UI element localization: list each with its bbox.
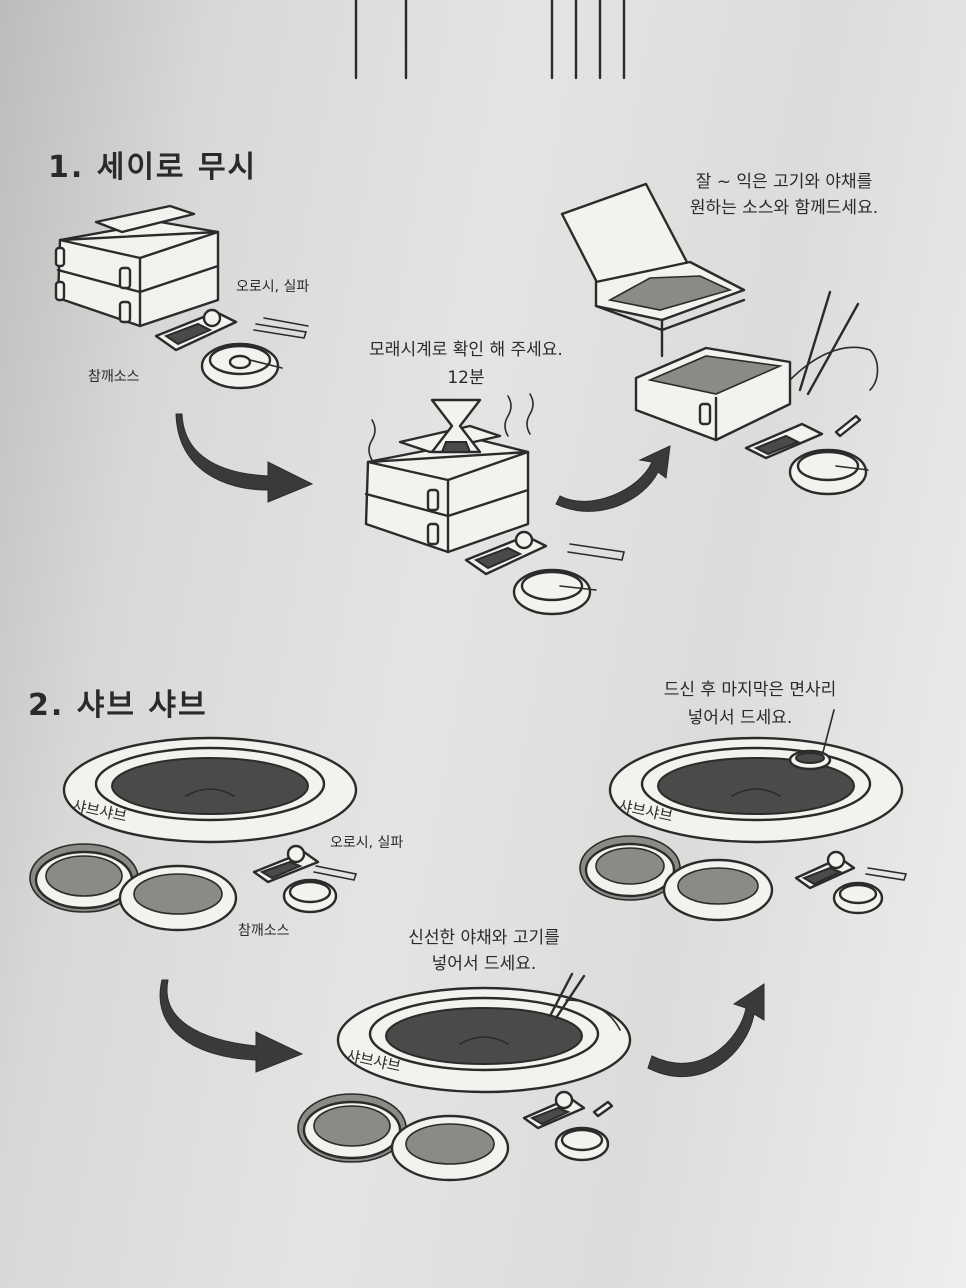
section-1-side-label: 오로시, 실파 xyxy=(236,279,310,295)
shabu-pot-adding-illustration xyxy=(297,972,632,1182)
arrow-1 xyxy=(175,413,314,503)
section-1-minutes: 12분 xyxy=(447,368,485,388)
section-1-finish-line1: 잘 ~ 익은 고기와 야채를 xyxy=(695,172,873,192)
section-2-noodle-line2: 넣어서 드세요. xyxy=(687,708,793,728)
section-2-add-line1: 신선한 야채와 고기를 xyxy=(408,928,560,948)
steamer-timer-illustration xyxy=(364,393,625,616)
section-2-side-label: 오로시, 실파 xyxy=(330,835,404,851)
section-1-title: 1. 세이로 무시 xyxy=(48,150,258,185)
section-1-sauce-label: 참깨소스 xyxy=(88,369,140,385)
section-2-add-line2: 넣어서 드세요. xyxy=(431,954,537,974)
steamer-closed-illustration xyxy=(54,204,309,390)
steamer-open-illustration xyxy=(560,182,879,496)
arrow-3 xyxy=(159,979,304,1073)
section-2-noodle-line1: 드신 후 마지막은 면사리 xyxy=(663,680,837,700)
section-1-timer-note: 모래시계로 확인 해 주세요. xyxy=(369,340,563,360)
shabu-pot-illustration xyxy=(29,736,358,932)
section-2-title: 2. 샤브 샤브 xyxy=(28,688,208,723)
section-1-finish-line2: 원하는 소스와 함께드세요. xyxy=(689,198,879,218)
decorative-lines xyxy=(354,0,626,80)
arrow-4 xyxy=(647,983,765,1078)
section-2-sauce-label: 참깨소스 xyxy=(238,923,290,939)
arrow-2 xyxy=(555,445,671,512)
shabu-pot-noodle-illustration xyxy=(579,709,908,922)
